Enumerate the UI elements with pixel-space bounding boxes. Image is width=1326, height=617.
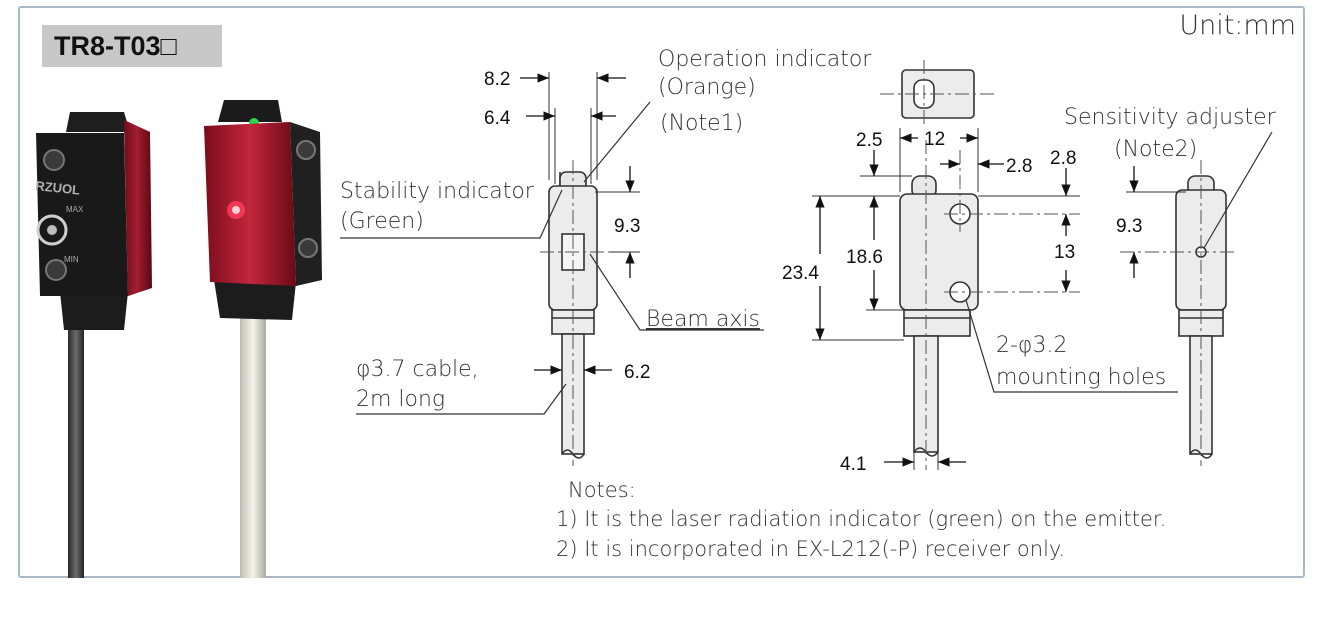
dim-23-4: 23.4: [782, 263, 819, 284]
sensitivity-adjuster-note: (Note2): [1114, 137, 1197, 162]
dim-9-3-right: 9.3: [1116, 216, 1142, 237]
front-view-drawing: [899, 175, 979, 457]
dim-2-8-b: 2.8: [1050, 148, 1076, 169]
stability-indicator-color: (Green): [340, 209, 424, 234]
dim-13: 13: [1054, 242, 1075, 263]
dim-6-2: 6.2: [624, 362, 650, 383]
note-1: 1) It is the laser radiation indicator (…: [556, 507, 1166, 531]
cable-length-label: 2m long: [356, 387, 445, 412]
beam-axis-label: Beam axis: [646, 307, 760, 332]
operation-indicator-leader: [583, 101, 651, 183]
mounting-holes-leader: [965, 299, 1178, 393]
stability-indicator-leader: [340, 189, 563, 239]
stability-indicator-label: Stability indicator: [340, 179, 535, 204]
photo-min-text: MIN: [64, 255, 79, 264]
sensitivity-adjuster-label: Sensitivity adjuster: [1064, 105, 1277, 130]
notes-heading: Notes:: [568, 478, 636, 502]
dim-2-5: 2.5: [856, 130, 882, 151]
photo-logo-text: RZUOL: [35, 178, 81, 198]
operation-indicator-note: (Note1): [660, 111, 743, 136]
beam-axis-leader: [589, 253, 764, 331]
note-2: 2) It is incorporated in EX-L212(-P) rec…: [556, 537, 1065, 561]
cable-label: φ3.7 cable,: [356, 357, 479, 382]
mounting-holes-size: 2-φ3.2: [996, 333, 1067, 358]
model-label: TR8-T03□: [42, 25, 222, 67]
receiver-photo: [36, 112, 152, 578]
dim-12: 12: [924, 129, 945, 150]
dim-8-2: 8.2: [484, 69, 510, 90]
dim-4-1: 4.1: [840, 454, 866, 475]
dim-6-4: 6.4: [484, 108, 511, 129]
dim-18-6: 18.6: [846, 247, 883, 268]
operation-indicator-label: Operation indicator: [658, 47, 872, 72]
sensitivity-adjuster-leader: [1203, 131, 1273, 249]
mounting-holes-label: mounting holes: [996, 365, 1166, 390]
unit-label: Unit:mm: [1179, 10, 1296, 41]
dim-2-8-a: 2.8: [1006, 156, 1032, 177]
photo-max-text: MAX: [66, 205, 84, 214]
dim-9-3-left: 9.3: [614, 216, 640, 237]
operation-indicator-color: (Orange): [658, 75, 756, 100]
emitter-photo: [204, 100, 322, 578]
cable-leader: [356, 383, 567, 415]
